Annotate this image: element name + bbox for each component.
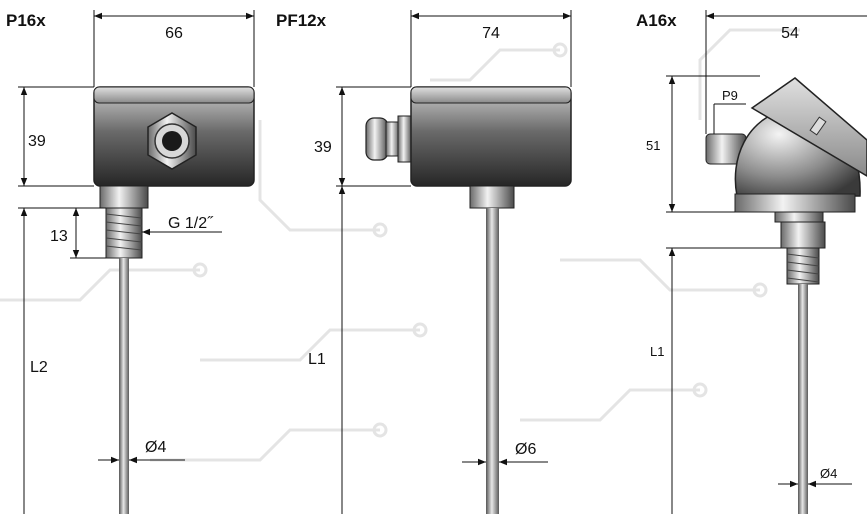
- a16x-flange: [734, 193, 856, 213]
- pf12x-probe-rod: [486, 208, 499, 514]
- p16x-thread-length-label: 13: [50, 228, 68, 245]
- p16x-length-label: L2: [30, 359, 48, 376]
- p16x-drawing: P16x: [6, 10, 255, 514]
- a16x-width-label: 54: [781, 25, 799, 42]
- p16x-nut: [99, 185, 149, 209]
- p16x-lid: [93, 86, 255, 104]
- a16x-drawing: A16x 54: [636, 10, 867, 514]
- pf12x-height-label: 39: [314, 139, 332, 156]
- pf12x-model-label: PF12x: [276, 11, 327, 30]
- a16x-nut: [780, 221, 826, 249]
- p16x-cable-gland: [147, 112, 197, 170]
- pf12x-drawing: PF12x 74 39 L1 Ø6: [276, 10, 572, 514]
- p16x-width-label: 66: [165, 25, 183, 42]
- a16x-diameter-label: Ø4: [820, 466, 837, 481]
- pf12x-nut: [469, 185, 515, 209]
- circuit-background: [0, 28, 800, 462]
- pf12x-lid: [410, 86, 572, 104]
- pf12x-cable-gland: [365, 115, 413, 163]
- a16x-height-label: 51: [646, 138, 660, 153]
- p16x-height-label: 39: [28, 133, 46, 150]
- p16x-probe-rod: [119, 258, 129, 514]
- pf12x-length-label: L1: [308, 351, 326, 368]
- p16x-thread-label: G 1/2˝: [168, 215, 214, 232]
- a16x-length-label: L1: [650, 344, 664, 359]
- pf12x-width-label: 74: [482, 25, 500, 42]
- p16x-diameter-label: Ø4: [145, 439, 166, 456]
- pf12x-diameter-label: Ø6: [515, 441, 536, 458]
- a16x-thread: [786, 247, 820, 285]
- a16x-lid: [750, 77, 867, 177]
- a16x-gland-label: P9: [722, 88, 738, 103]
- a16x-probe-rod: [798, 284, 808, 514]
- p16x-model-label: P16x: [6, 11, 46, 30]
- a16x-model-label: A16x: [636, 11, 677, 30]
